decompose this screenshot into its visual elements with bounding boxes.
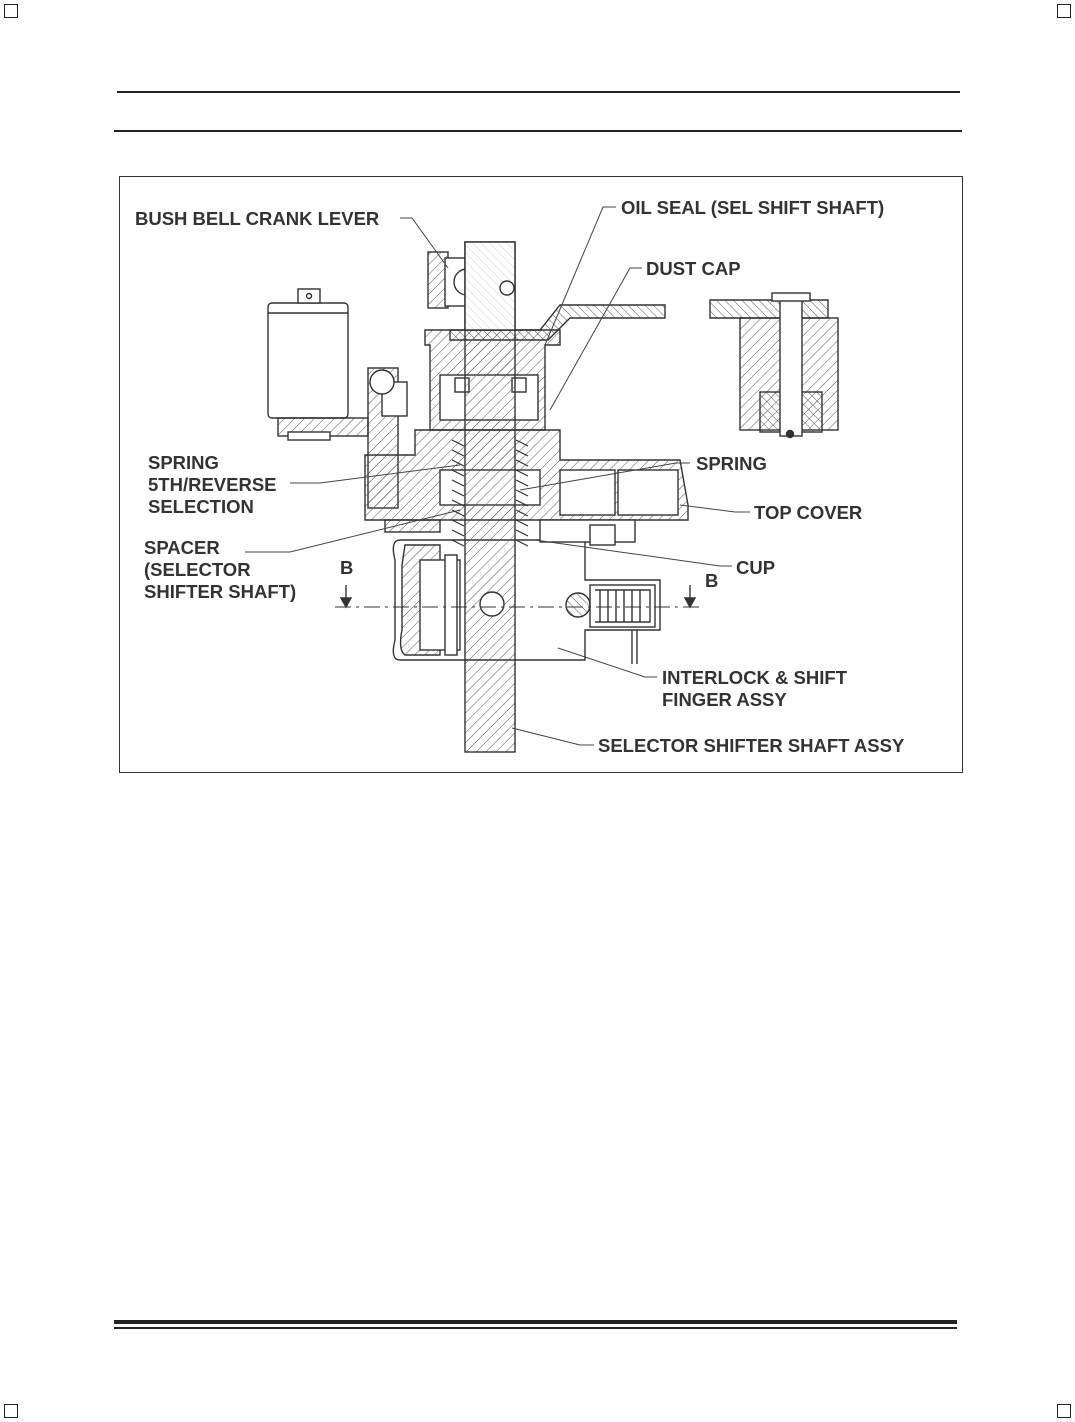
actuator-body [267, 302, 349, 419]
label-spacer-line1: SPACER [144, 537, 220, 558]
label-spacer-line3: SHIFTER SHAFT) [144, 581, 296, 602]
actuator-terminal [297, 288, 321, 304]
figure-frame [119, 176, 963, 773]
label-spring-right: SPRING [696, 453, 767, 474]
header-rule-top [117, 91, 960, 93]
drawing-body [267, 241, 839, 753]
label-spring-left-line1: SPRING [148, 452, 219, 473]
label-cup: CUP [736, 557, 775, 578]
label-oil-seal: OIL SEAL (SEL SHIFT SHAFT) [621, 197, 884, 218]
label-spring-left-line2: 5TH/REVERSE [148, 474, 277, 495]
crop-mark-bottom-right [1057, 1404, 1071, 1418]
label-dust-cap: DUST CAP [646, 258, 741, 279]
label-selector-shifter-shaft: SELECTOR SHIFTER SHAFT ASSY [598, 735, 905, 756]
label-top-cover: TOP COVER [754, 502, 862, 523]
label-section-b-left: B [340, 557, 353, 578]
label-interlock-line2: FINGER ASSY [662, 689, 787, 710]
label-spring-left-line3: SELECTION [148, 496, 254, 517]
crop-mark-top-left [4, 4, 18, 18]
label-section-b-right: B [705, 570, 718, 591]
footer-rule-thick [114, 1320, 957, 1324]
header-rule-bottom [114, 130, 962, 132]
label-interlock-line1: INTERLOCK & SHIFT [662, 667, 848, 688]
crop-mark-bottom-left [4, 1404, 18, 1418]
label-bush-bell-crank-lever: BUSH BELL CRANK LEVER [135, 208, 379, 229]
spring-coils [451, 439, 529, 547]
crop-mark-top-right [1057, 4, 1071, 18]
footer-rule-thin [114, 1327, 957, 1329]
leader-lines [245, 206, 750, 746]
label-spacer-line2: (SELECTOR [144, 559, 251, 580]
